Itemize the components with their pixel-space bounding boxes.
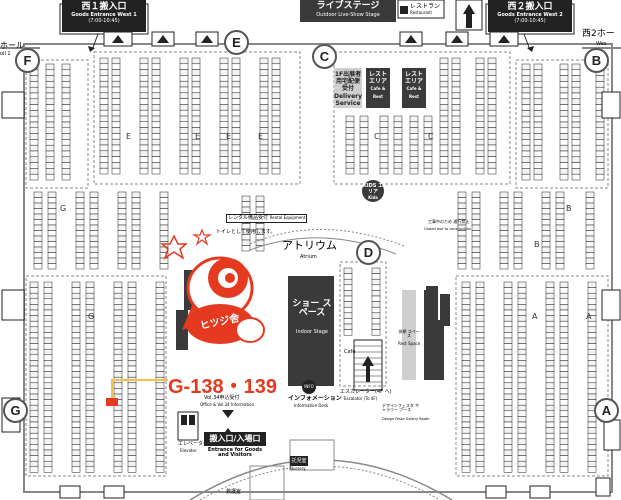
- info-badge: INFO: [302, 380, 316, 394]
- rental-equipment-label: レンタル備品受付 Rental Equipment: [226, 214, 308, 223]
- zone-letter-b1: B: [566, 204, 572, 213]
- zone-marker-d: D: [356, 240, 381, 265]
- elevator-jp: エレベーター: [178, 441, 209, 447]
- zone-letter-c2: C: [428, 132, 434, 141]
- toilet-note: トイレとして使用します。: [216, 229, 276, 235]
- indoor-stage-label: ショー スペース: [292, 299, 332, 318]
- gallery-en: Design Festa Gallery Booth: [382, 417, 430, 421]
- zone-marker-f: F: [15, 48, 40, 73]
- cafe-label: Cafe: [344, 349, 356, 355]
- zone-letter-e3: E: [226, 132, 232, 141]
- zone-marker-b: B: [584, 48, 609, 73]
- nursery-jp: 託児室: [290, 456, 308, 466]
- live-stage-box: [300, 0, 396, 22]
- booth-highlight: [106, 398, 118, 406]
- zone-letter-b2: B: [534, 240, 540, 249]
- zone-marker-a: A: [594, 398, 619, 423]
- entrance-west2-box: [488, 0, 572, 32]
- restaurant-en: Restaurant: [410, 10, 432, 15]
- construction-en: Closed due to construction: [424, 227, 471, 231]
- info-desk-en: Information Desk: [294, 403, 329, 408]
- atrium-en: Atrium: [300, 254, 317, 260]
- construction-jp: 工事中のため 通行禁止: [428, 219, 470, 224]
- first-aid-label: 救護室: [226, 489, 242, 495]
- rest-space-block: [402, 290, 416, 380]
- zone-marker-e: E: [224, 30, 249, 55]
- booth-leader-line: [111, 379, 168, 398]
- sheep-mascot: [159, 228, 265, 344]
- zone-letter-e2: E: [195, 132, 201, 141]
- escalator-jp: エスカレーター(4F へ): [340, 389, 392, 395]
- hall-label-right: 西2ホー: [582, 29, 615, 39]
- live-stage-subtitle: Outdoor Live-Show Stage: [316, 12, 380, 18]
- main-entrance-en: Entrance for Goods and Visitors: [207, 447, 263, 458]
- main-entrance-label: 搬入口/入場口: [204, 432, 266, 446]
- zone-letter-c1: C: [374, 132, 380, 141]
- rest-space-en: Rest Space: [398, 341, 421, 346]
- hall-outline: [23, 43, 613, 493]
- zone-a-area: [455, 275, 609, 477]
- indoor-stage-en: Indoor Stage: [295, 329, 329, 335]
- zone-marker-g: G: [3, 398, 28, 423]
- elevator-en: Elevator: [180, 448, 197, 453]
- zone-letter-e1: E: [126, 132, 132, 141]
- zone-e-area: [93, 51, 301, 185]
- zone-letter-a2: A: [586, 312, 592, 321]
- booth-number-label: G-138・139: [168, 376, 277, 398]
- zone-letter-a1: A: [532, 312, 538, 321]
- nursery-en: Nursery: [290, 466, 306, 471]
- hall-sub-left: oll 1: [0, 51, 11, 57]
- zone-g-area: [25, 275, 167, 477]
- restaurant-box: [397, 0, 445, 19]
- restaurant-label: レストラン: [410, 3, 441, 10]
- atrium-label: アトリウム: [282, 239, 337, 252]
- entrance-west1-label: 西１搬入口 Goods Entrance West 1 (7:00-10:45): [71, 2, 137, 24]
- live-stage-title: ライブステージ: [316, 1, 380, 11]
- entrance-west1-box: [62, 0, 146, 32]
- zone-c-area: [333, 51, 511, 185]
- entrance-west2-label: 西２搬入口 Goods Entrance West 2 (7:00-10:45): [497, 2, 563, 24]
- vol34-en: Office & Vol.34 Information: [200, 402, 255, 407]
- hall-sub-right: Wes: [596, 41, 607, 47]
- zone-marker-c: C: [312, 44, 337, 69]
- hall-label-left: ホール: [0, 41, 24, 50]
- escalator-en: Escalator (To 4F): [344, 396, 378, 401]
- zone-letter-e4: E: [258, 132, 264, 141]
- zone-letter-g1: G: [88, 312, 95, 321]
- info-desk-jp: インフォメーション: [288, 395, 342, 402]
- booth-grids: [29, 57, 605, 473]
- indoor-stage: [288, 276, 334, 386]
- gallery-jp: デザインフェスタ ギャラリー ブース: [382, 403, 420, 412]
- zone-letter-g0: G: [60, 204, 67, 213]
- vol34-jp: Vol.34申込受付: [204, 395, 240, 401]
- rest-space-label: 休憩 スペース: [398, 329, 420, 338]
